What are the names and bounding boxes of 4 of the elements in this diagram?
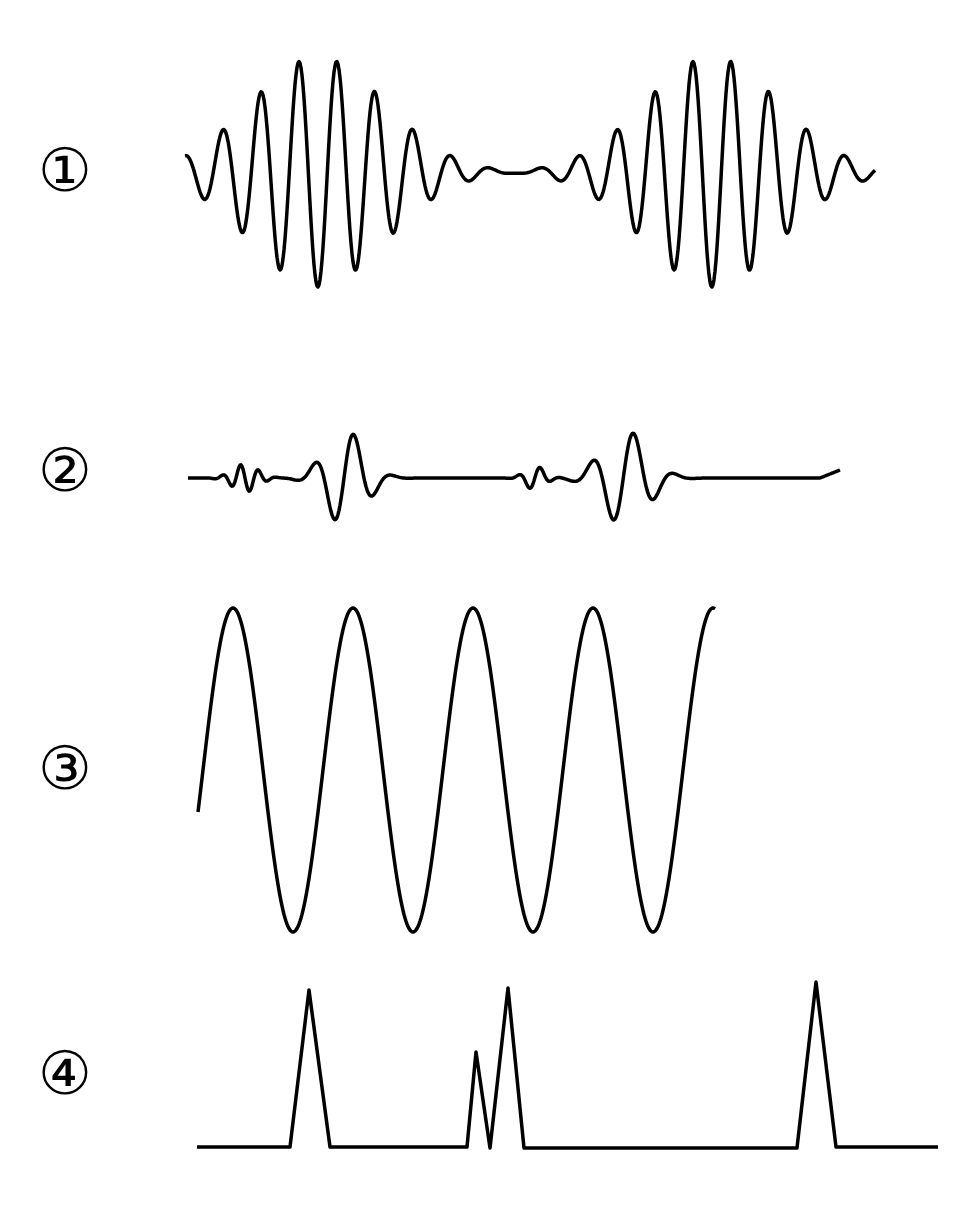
callout-number: ① [38,138,92,202]
callout-number: ③ [38,736,92,800]
callout-number: ② [38,438,92,502]
callout-number: ④ [38,1041,92,1105]
